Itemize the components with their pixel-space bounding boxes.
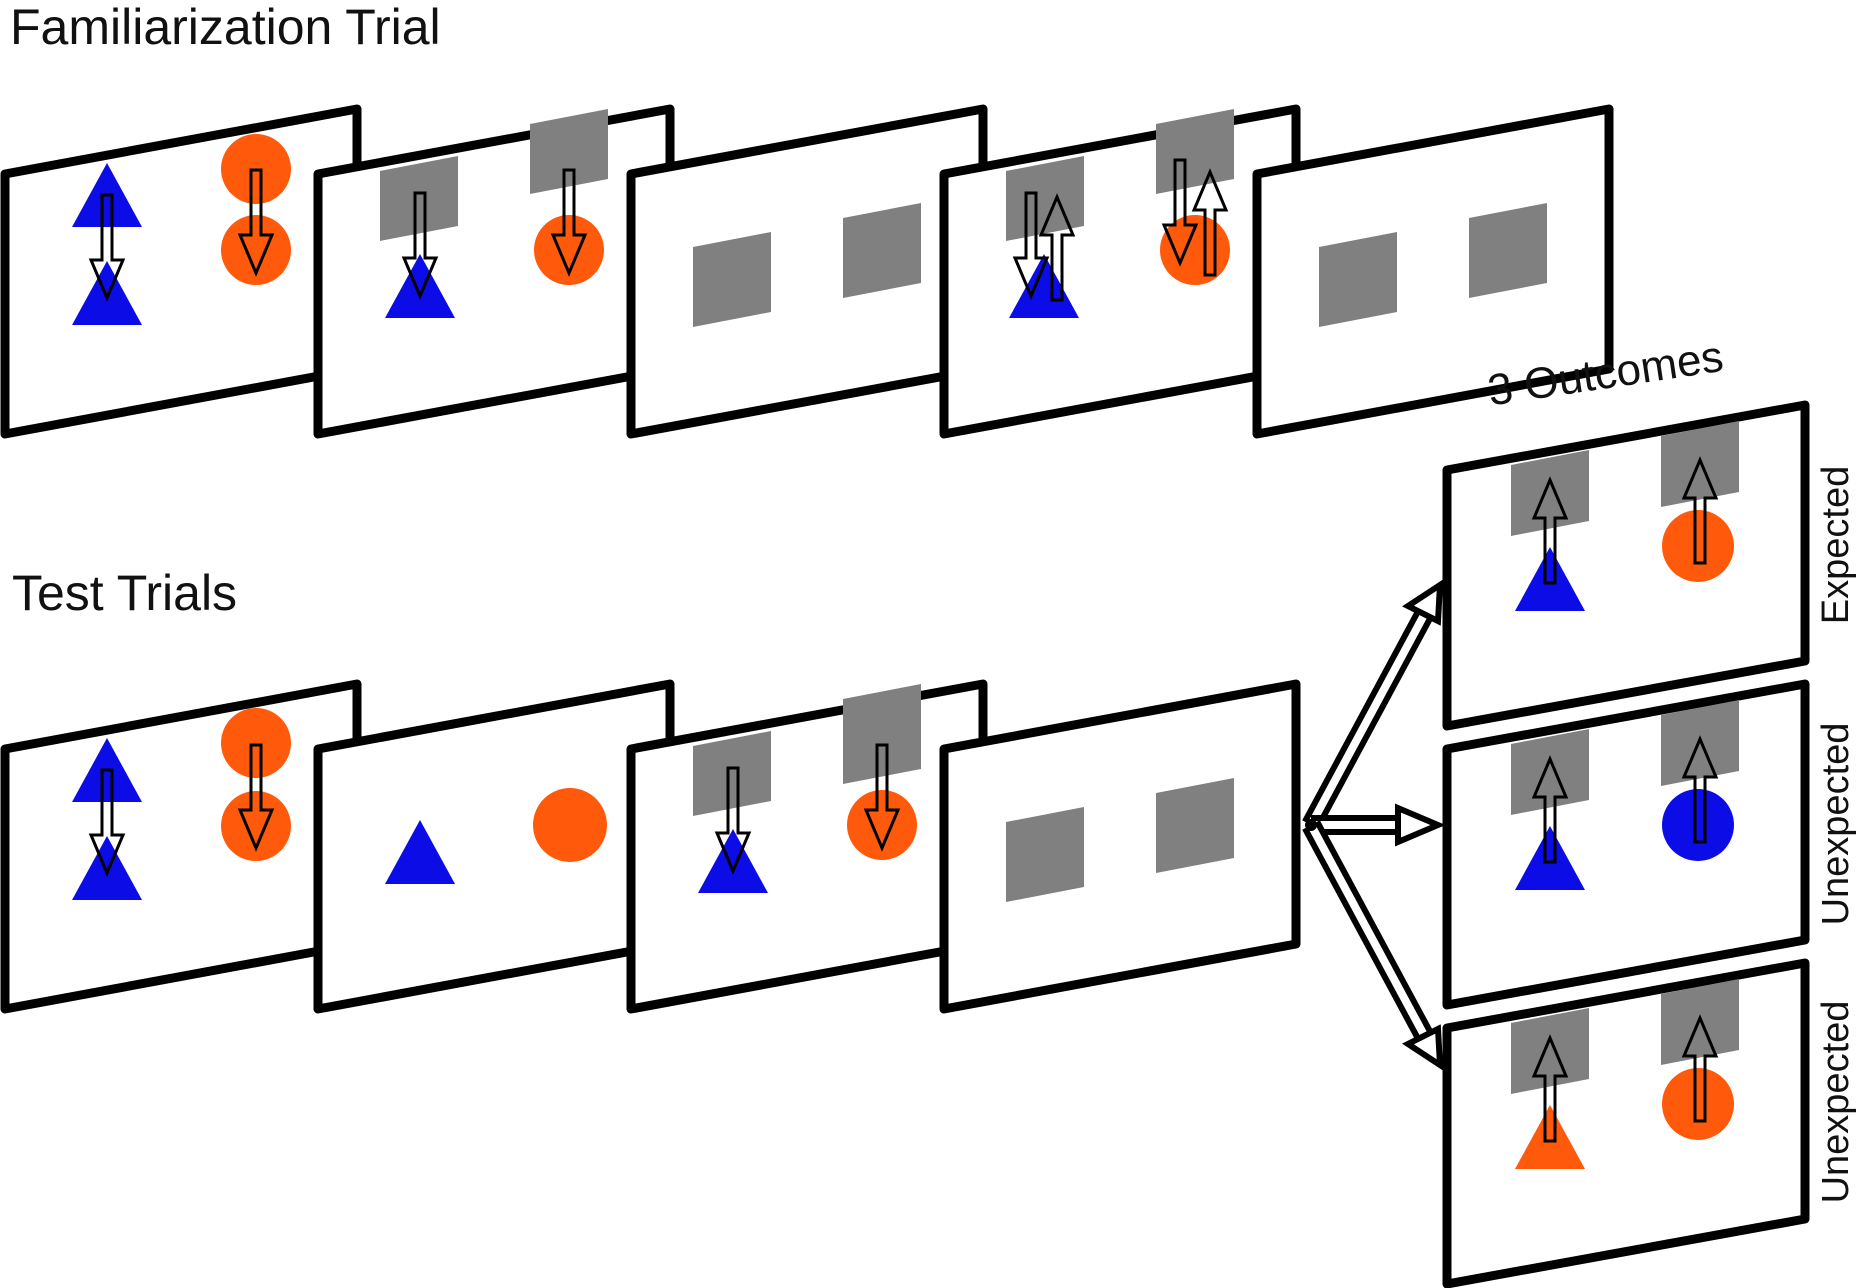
occluder [380, 156, 458, 241]
orange-circle [221, 708, 291, 778]
blue-circle [1662, 789, 1734, 861]
branch-arrows [1302, 579, 1446, 1071]
blue-triangle [72, 261, 142, 325]
blue-triangle [1515, 826, 1585, 890]
occluder [1661, 700, 1739, 786]
orange-circle [221, 215, 291, 285]
test-frame-3 [626, 679, 988, 1014]
occluder [843, 684, 921, 784]
occluder [1156, 778, 1234, 873]
occluder [693, 731, 771, 816]
occluder [1661, 979, 1739, 1065]
outcome-label-unexpected-2: Unexpected [1815, 1000, 1857, 1204]
test-frame-4 [939, 679, 1301, 1014]
outcome-unexpected-swap [1442, 958, 1810, 1288]
blue-triangle [385, 820, 455, 884]
occluder [1661, 421, 1739, 507]
outcome-label-unexpected-1: Unexpected [1815, 722, 1857, 926]
occluder [1511, 729, 1589, 815]
orange-circle [533, 788, 607, 862]
test-trials-title: Test Trials [12, 565, 238, 621]
branch-arrow-expected [1302, 579, 1444, 830]
orange-circle [534, 215, 604, 285]
occluder [843, 203, 921, 298]
test-frame-1 [0, 679, 362, 1014]
occluder [693, 232, 771, 327]
orange-circle [1662, 1068, 1734, 1140]
orange-circle [1160, 215, 1230, 285]
familiarization-sequence [0, 104, 1614, 439]
fam-frame-3 [626, 104, 988, 439]
outcome-label-expected: Expected [1815, 465, 1857, 625]
occluder [1319, 232, 1397, 327]
blue-triangle [1009, 254, 1079, 318]
outcome-expected [1442, 400, 1810, 731]
fam-frame-5 [1252, 104, 1614, 439]
orange-triangle [1515, 1105, 1585, 1169]
fam-frame-2 [313, 104, 675, 439]
occluder [1006, 807, 1084, 902]
fam-frame-4 [939, 104, 1301, 439]
occluder [1511, 1008, 1589, 1094]
outcome-unexpected-color [1442, 679, 1810, 1010]
occluder [1469, 203, 1547, 298]
test-sequence [0, 679, 1301, 1014]
branch-arrow-bottom [1302, 820, 1444, 1071]
fam-frame-1 [0, 104, 362, 439]
orange-circle [1662, 510, 1734, 582]
familiarization-title: Familiarization Trial [10, 0, 441, 55]
orange-circle [847, 790, 917, 860]
outcomes [1442, 400, 1810, 1288]
occluder [1511, 450, 1589, 536]
test-frame-2 [313, 679, 675, 1014]
blue-triangle [385, 254, 455, 318]
occluder [530, 109, 608, 194]
blue-triangle [72, 836, 142, 900]
blue-triangle [698, 829, 768, 893]
branch-arrow-middle [1311, 803, 1446, 847]
blue-triangle [1515, 547, 1585, 611]
